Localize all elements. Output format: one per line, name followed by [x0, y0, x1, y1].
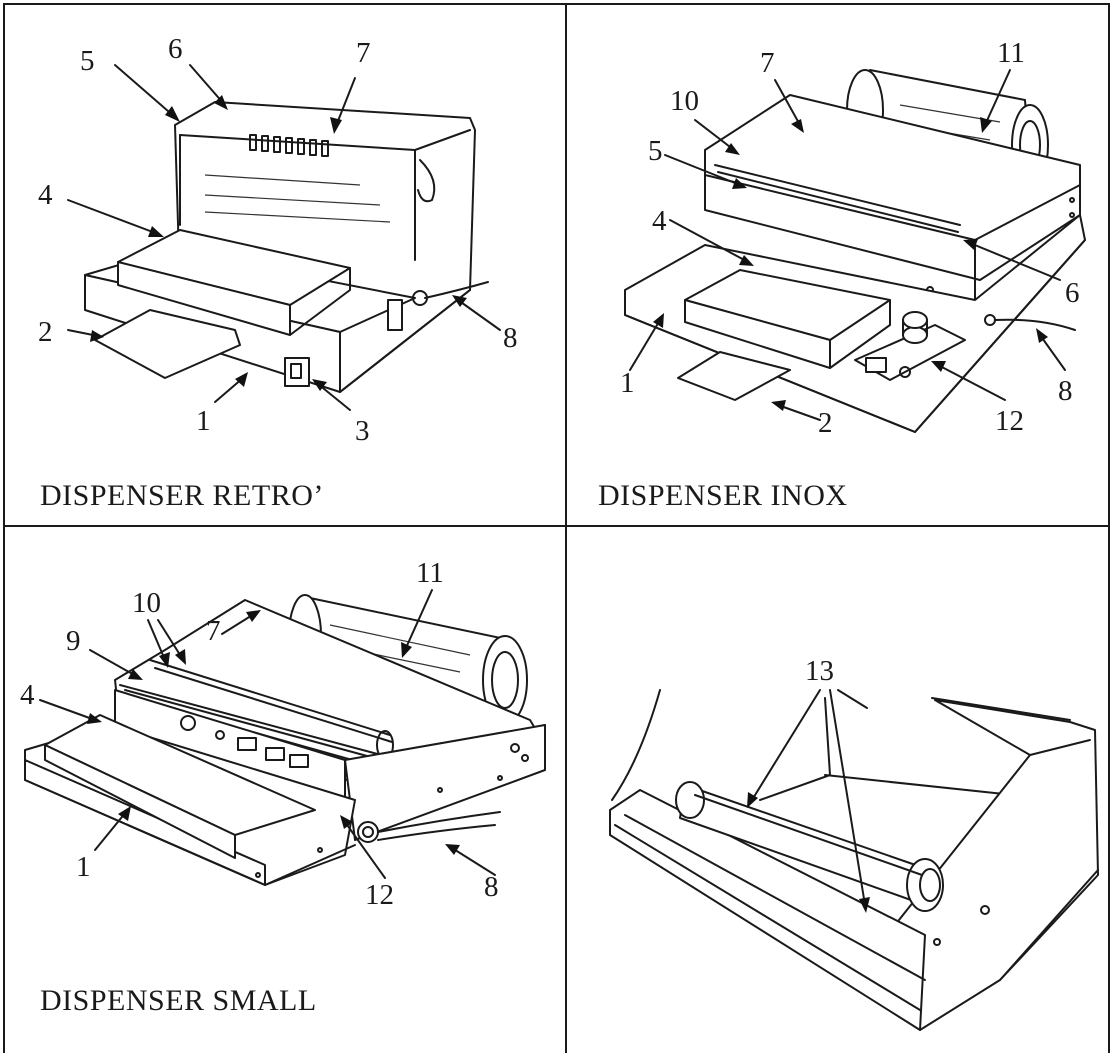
- small-label-1: 1: [76, 851, 91, 883]
- inox-label-7: 7: [760, 47, 775, 79]
- retro-label-7: 7: [356, 37, 371, 69]
- retro-label-5: 5: [80, 45, 95, 77]
- inox-label-11: 11: [997, 37, 1025, 69]
- retro-machine-illustration: [84, 101, 489, 393]
- retro-label-group: 5 6 7 4 2 1 3 8: [38, 33, 518, 447]
- inox-label-4: 4: [652, 205, 667, 237]
- inox-caption: DISPENSER INOX: [598, 479, 848, 512]
- retro-label-1: 1: [196, 405, 211, 437]
- retro-label-8: 8: [503, 322, 518, 354]
- small-machine-illustration: [24, 594, 546, 886]
- small-label-4: 4: [20, 679, 35, 711]
- rollers-illustration: [609, 689, 1099, 1031]
- panel-small: 11 10 7 9 4 1 12 8 DISPENSER SMALL: [20, 557, 546, 1017]
- rollers-callouts: [747, 689, 870, 913]
- inox-label-1: 1: [620, 367, 635, 399]
- small-label-9: 9: [66, 625, 81, 657]
- retro-callouts: [67, 64, 501, 411]
- retro-label-4: 4: [38, 179, 53, 211]
- small-label-11: 11: [416, 557, 444, 589]
- retro-label-6: 6: [168, 33, 183, 65]
- rollers-label-group: 13: [805, 655, 834, 687]
- small-label-10: 10: [132, 587, 161, 619]
- small-caption: DISPENSER SMALL: [40, 984, 317, 1017]
- inox-label-10: 10: [670, 85, 699, 117]
- inox-callouts: [629, 69, 1066, 421]
- panel-grid: [3, 3, 1110, 1053]
- panel-rollers: 13: [609, 655, 1099, 1031]
- small-label-7: 7: [206, 615, 221, 647]
- small-label-8: 8: [484, 871, 499, 903]
- small-label-12: 12: [365, 879, 394, 911]
- retro-label-3: 3: [355, 415, 370, 447]
- inox-label-6: 6: [1065, 277, 1080, 309]
- retro-caption: DISPENSER RETRO’: [40, 479, 324, 512]
- panel-retro: 5 6 7 4 2 1 3 8 DISPENSER RETRO’: [38, 33, 518, 512]
- inox-label-8: 8: [1058, 375, 1073, 407]
- small-label-group: 11 10 7 9 4 1 12 8: [20, 557, 499, 911]
- small-callouts: [39, 589, 496, 879]
- inox-label-12: 12: [995, 405, 1024, 437]
- panel-inox: 11 10 7 5 4 1 2 12 8 6 DISPENSER INOX: [598, 37, 1086, 512]
- rollers-label-13: 13: [805, 655, 834, 687]
- inox-label-group: 11 10 7 5 4 1 2 12 8 6: [620, 37, 1080, 439]
- inox-machine-illustration: [624, 69, 1086, 433]
- inox-label-5: 5: [648, 135, 663, 167]
- inox-label-2: 2: [818, 407, 833, 439]
- retro-label-2: 2: [38, 316, 53, 348]
